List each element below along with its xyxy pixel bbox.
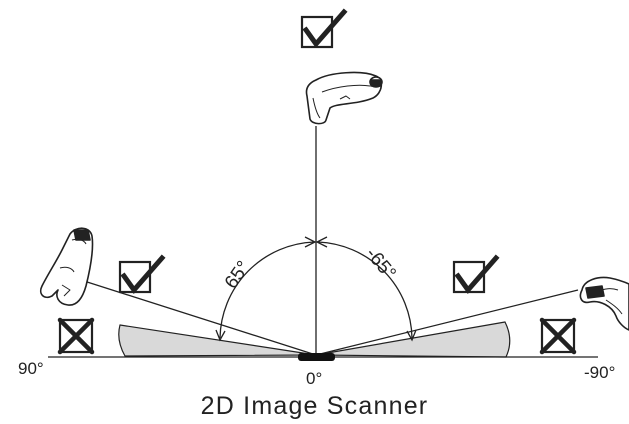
angle-label-neg-65: -65° — [361, 244, 400, 284]
left-angle-line — [83, 280, 317, 356]
cross-mark-icon — [57, 317, 95, 355]
arc-65-left — [219, 241, 315, 339]
angle-label-65: 65° — [221, 257, 255, 293]
check-mark-icon — [118, 254, 166, 295]
scanner-icon — [579, 276, 629, 331]
arc-arrow-right-bottom — [406, 329, 417, 342]
scanner-icon — [305, 71, 383, 125]
axis-label-0: 0° — [306, 369, 322, 388]
arc-arrow-right-top — [315, 236, 328, 248]
left-shaded-zone — [118, 324, 317, 357]
axis-label-90: 90° — [18, 359, 44, 378]
scanner-base-bar — [298, 353, 335, 361]
check-mark-icon — [452, 254, 500, 295]
arc-arrow-left-top — [304, 236, 317, 248]
cross-mark-icon — [539, 317, 577, 355]
arc-arrow-left-bottom — [215, 329, 226, 342]
diagram-caption: 2D Image Scanner — [200, 392, 429, 420]
arc-65-right — [317, 241, 413, 339]
check-mark-icon — [300, 8, 348, 49]
axis-label-neg-90: -90° — [584, 363, 615, 382]
right-angle-line — [315, 289, 579, 356]
scanner-icon — [39, 227, 94, 306]
